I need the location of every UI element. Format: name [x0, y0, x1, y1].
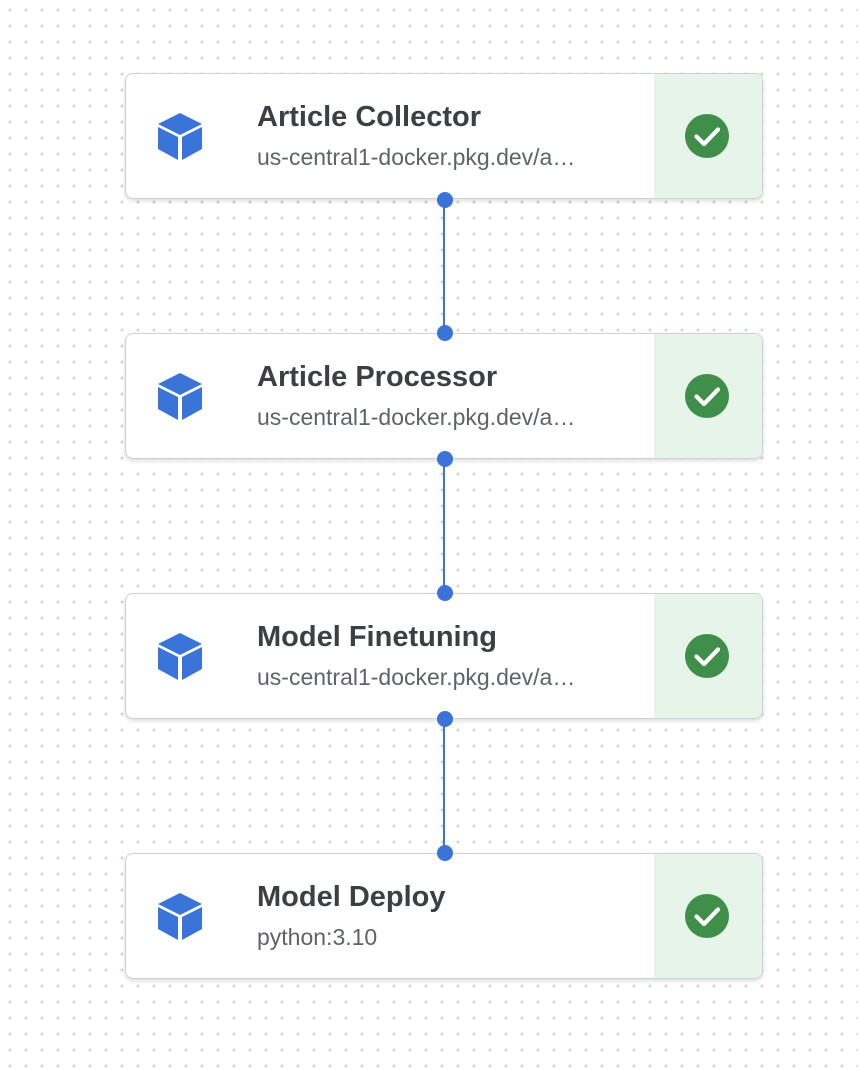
- node-image-uri: us-central1-docker.pkg.dev/a…: [257, 404, 576, 430]
- input-port[interactable]: [437, 585, 453, 601]
- node-image-uri: python:3.10: [257, 924, 378, 950]
- pipeline-edge: [443, 460, 445, 593]
- output-port[interactable]: [437, 711, 453, 727]
- pipeline-edge: [443, 200, 445, 333]
- output-port[interactable]: [437, 451, 453, 467]
- node-title: Article Collector: [257, 101, 481, 133]
- pipeline-edge: [443, 719, 445, 853]
- cube-icon: [158, 893, 202, 940]
- check-circle-icon: [685, 634, 729, 678]
- cube-icon: [158, 113, 202, 160]
- node-title: Model Deploy: [257, 881, 446, 913]
- pipeline-node-article-processor[interactable]: Article Processor us-central1-docker.pkg…: [125, 333, 763, 459]
- check-circle-icon: [685, 894, 729, 938]
- node-image-uri: us-central1-docker.pkg.dev/a…: [257, 664, 576, 690]
- node-status-panel: [654, 334, 762, 458]
- input-port[interactable]: [437, 325, 453, 341]
- cube-icon: [158, 373, 202, 420]
- pipeline-node-model-deploy[interactable]: Model Deploy python:3.10: [125, 853, 763, 979]
- input-port[interactable]: [437, 845, 453, 861]
- pipeline-node-article-collector[interactable]: Article Collector us-central1-docker.pkg…: [125, 73, 763, 199]
- node-image-uri: us-central1-docker.pkg.dev/a…: [257, 144, 576, 170]
- check-circle-icon: [685, 374, 729, 418]
- node-title: Article Processor: [257, 361, 498, 393]
- node-status-panel: [654, 594, 762, 718]
- check-circle-icon: [685, 114, 729, 158]
- node-title: Model Finetuning: [257, 621, 498, 653]
- cube-icon: [158, 633, 202, 680]
- node-status-panel: [654, 854, 762, 978]
- node-status-panel: [654, 74, 762, 198]
- output-port[interactable]: [437, 192, 453, 208]
- pipeline-node-model-finetuning[interactable]: Model Finetuning us-central1-docker.pkg.…: [125, 593, 763, 719]
